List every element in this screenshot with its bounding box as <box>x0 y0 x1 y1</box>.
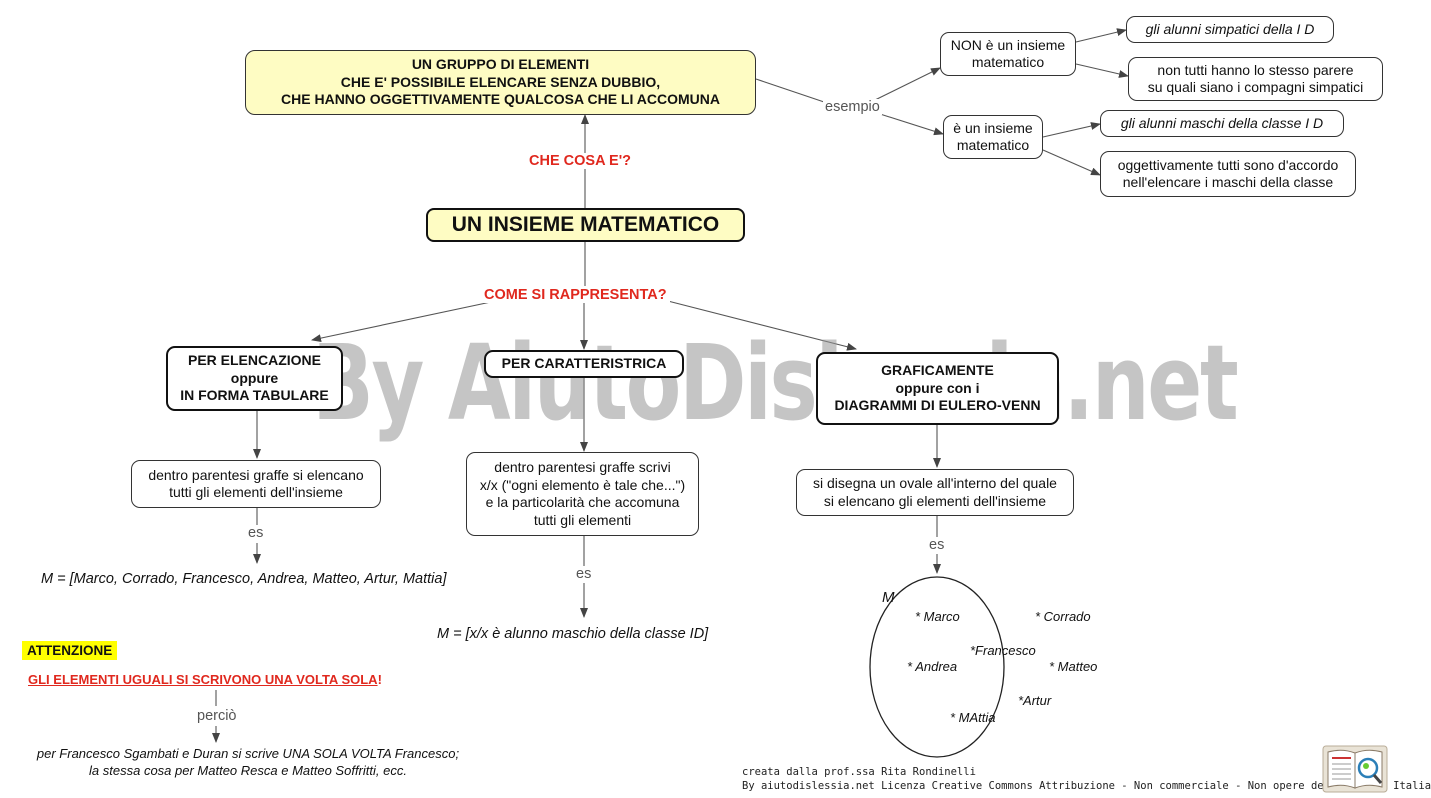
tabular-desc-node: dentro parentesi graffe si elencano tutt… <box>131 460 381 508</box>
method-tabular-line: oppure <box>230 369 279 386</box>
attention-note: per Francesco Sgambati e Duran si scrive… <box>20 745 476 779</box>
is-set-reason-node: oggettivamente tutti sono d'accordo nell… <box>1100 151 1356 197</box>
example-label: esempio <box>823 99 882 115</box>
not-set-reason-line: su quali siano i compagni simpatici <box>1147 79 1364 95</box>
is-set-example: gli alunni maschi della classe I D <box>1120 114 1324 131</box>
not-set-reason-node: non tutti hanno lo stesso parere su qual… <box>1128 57 1383 101</box>
not-set-node: NON è un insieme matematico <box>940 32 1076 76</box>
characteristic-es-label: es <box>574 566 594 582</box>
venn-element: * Matteo <box>1049 659 1098 674</box>
tabular-desc-line: dentro parentesi graffe si elencano <box>148 466 364 483</box>
is-set-node: è un insieme matematico <box>943 115 1043 159</box>
main-title-node: UN INSIEME MATEMATICO <box>426 208 745 242</box>
venn-element: * Marco <box>915 609 960 624</box>
is-set-reason-line: oggettivamente tutti sono d'accordo <box>1117 156 1339 173</box>
definition-node: UN GRUPPO DI ELEMENTI CHE E' POSSIBILE E… <box>245 50 756 115</box>
method-characteristic-node: PER CARATTERISTRICA <box>484 350 684 378</box>
characteristic-desc-line: x/x ("ogni elemento è tale che...") <box>479 476 686 493</box>
venn-element: * Corrado <box>1035 609 1091 624</box>
characteristic-desc-line: dentro parentesi graffe scrivi <box>494 459 671 475</box>
graphic-desc-node: si disegna un ovale all'interno del qual… <box>796 469 1074 516</box>
definition-line: CHE E' POSSIBILE ELENCARE SENZA DUBBIO, <box>340 73 661 90</box>
not-set-line: matematico <box>971 54 1045 70</box>
venn-element: *Artur <box>1018 693 1052 708</box>
definition-line: CHE HANNO OGGETTIVAMENTE QUALCOSA CHE LI… <box>281 91 720 108</box>
main-title: UN INSIEME MATEMATICO <box>451 212 720 236</box>
question-what: CHE COSA E'? <box>526 153 635 169</box>
characteristic-example: M = [x/x è alunno maschio della classe I… <box>437 626 709 642</box>
method-characteristic-title: PER CARATTERISTRICA <box>501 355 667 372</box>
characteristic-desc-line: tutti gli elementi <box>533 511 632 528</box>
method-tabular-node: PER ELENCAZIONE oppure IN FORMA TABULARE <box>166 346 343 411</box>
method-graphic-line: oppure con i <box>895 379 980 396</box>
venn-element: * MAttia <box>950 710 996 725</box>
method-tabular-line: PER ELENCAZIONE <box>187 352 321 369</box>
attention-note-line: la stessa cosa per Matteo Resca e Matteo… <box>89 763 407 779</box>
graphic-desc-line: si disegna un ovale all'interno del qual… <box>813 475 1057 491</box>
attention-rule-mark: ! <box>377 672 382 687</box>
book-logo-icon <box>1322 745 1388 793</box>
not-set-line: NON è un insieme <box>950 36 1066 53</box>
attention-connector: perciò <box>195 708 239 724</box>
credit-author: creata dalla prof.ssa Rita Rondinelli <box>742 766 976 778</box>
venn-element: *Francesco <box>970 643 1036 658</box>
tabular-example: M = [Marco, Corrado, Francesco, Andrea, … <box>41 571 447 587</box>
connector-lines <box>212 28 1129 758</box>
venn-set-name: M <box>882 589 895 606</box>
method-graphic-node: GRAFICAMENTE oppure con i DIAGRAMMI DI E… <box>816 352 1059 425</box>
credit-license: By aiutodislessia.net Licenza Creative C… <box>742 780 1431 792</box>
characteristic-desc-node: dentro parentesi graffe scrivi x/x ("ogn… <box>466 452 699 536</box>
attention-badge: ATTENZIONE <box>22 641 118 660</box>
attention-rule-text: GLI ELEMENTI UGUALI SI SCRIVONO UNA VOLT… <box>28 672 378 687</box>
is-set-line: è un insieme <box>953 119 1033 136</box>
not-set-example-node: gli alunni simpatici della I D <box>1126 16 1334 43</box>
not-set-example: gli alunni simpatici della I D <box>1145 20 1315 37</box>
venn-oval <box>869 576 1005 758</box>
graphic-es-label: es <box>927 537 947 553</box>
tabular-desc-line: tutti gli elementi dell'insieme <box>169 484 343 500</box>
is-set-reason-line: nell'elencare i maschi della classe <box>1122 174 1334 190</box>
is-set-line: matematico <box>956 137 1030 153</box>
method-tabular-line: IN FORMA TABULARE <box>180 387 329 404</box>
method-graphic-line: DIAGRAMMI DI EULERO-VENN <box>834 397 1041 414</box>
method-graphic-line: GRAFICAMENTE <box>881 362 994 379</box>
venn-element: * Andrea <box>907 659 958 674</box>
attention-note-line: per Francesco Sgambati e Duran si scrive… <box>36 746 460 761</box>
not-set-reason-line: non tutti hanno lo stesso parere <box>1157 61 1354 78</box>
is-set-example-node: gli alunni maschi della classe I D <box>1100 110 1344 137</box>
definition-line: UN GRUPPO DI ELEMENTI <box>411 56 590 73</box>
question-how: COME SI RAPPRESENTA? <box>481 287 670 303</box>
attention-rule: GLI ELEMENTI UGUALI SI SCRIVONO UNA VOLT… <box>28 672 382 687</box>
characteristic-desc-line: e la particolarità che accomuna <box>485 494 680 510</box>
graphic-desc-line: si elencano gli elementi dell'insieme <box>823 492 1047 509</box>
tabular-es-label: es <box>246 525 266 541</box>
